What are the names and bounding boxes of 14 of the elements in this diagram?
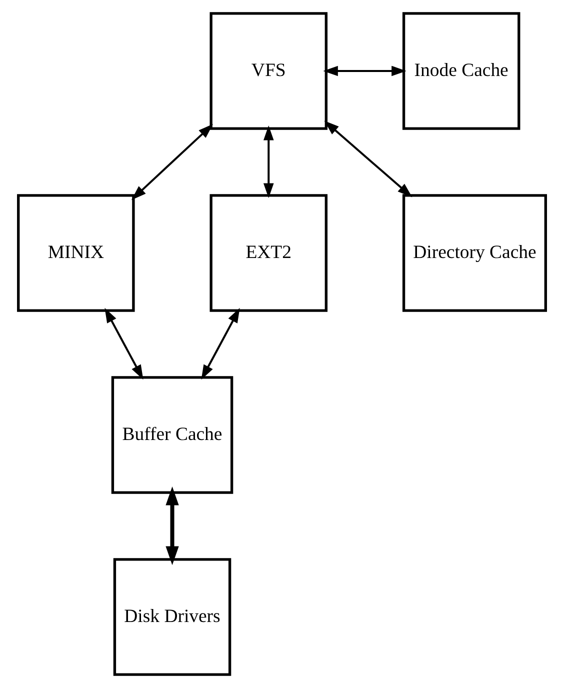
arrow	[104, 308, 144, 380]
arrow	[166, 486, 179, 566]
node-box: VFS	[210, 12, 328, 130]
arrow	[263, 126, 274, 198]
node-box: MINIX	[17, 194, 135, 312]
arrow	[324, 120, 412, 198]
node-box: EXT2	[210, 194, 328, 312]
node-box: Disk Drivers	[113, 558, 232, 676]
node-box: Directory Cache	[402, 194, 547, 312]
arrow	[323, 66, 406, 76]
node-box: Inode Cache	[402, 12, 520, 130]
arrow	[201, 308, 240, 380]
node-box: Buffer Cache	[111, 376, 234, 494]
arrow	[131, 124, 214, 200]
